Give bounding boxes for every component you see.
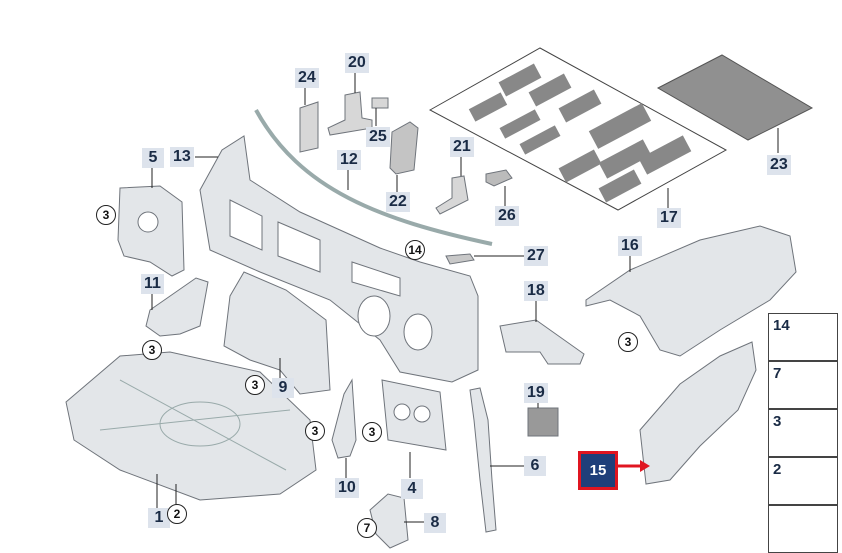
callout-circle-3[interactable]: 3 [245, 375, 265, 395]
callout-15-highlighted[interactable]: 15 [578, 451, 618, 490]
callout-23[interactable]: 23 [767, 155, 791, 175]
callout-circle-3[interactable]: 3 [142, 340, 162, 360]
callout-circle-3[interactable]: 3 [96, 205, 116, 225]
callout-11[interactable]: 11 [141, 274, 164, 294]
callout-20[interactable]: 20 [345, 53, 369, 73]
callout-9[interactable]: 9 [272, 378, 294, 398]
legend-item-3[interactable]: 3 [768, 409, 838, 457]
part-18 [499, 319, 585, 365]
part-15 [639, 341, 757, 485]
legend-number: 14 [773, 317, 790, 334]
callout-circle-7[interactable]: 7 [357, 518, 377, 538]
callout-22[interactable]: 22 [386, 192, 410, 212]
part-9 [223, 271, 331, 395]
part-16 [585, 225, 797, 357]
callout-25[interactable]: 25 [366, 127, 390, 147]
callout-circle-14[interactable]: 14 [405, 240, 425, 260]
callout-17[interactable]: 17 [657, 208, 681, 228]
callout-circle-3[interactable]: 3 [305, 421, 325, 441]
callout-4[interactable]: 4 [401, 479, 423, 499]
callout-16[interactable]: 16 [618, 236, 642, 256]
callout-13[interactable]: 13 [170, 147, 194, 167]
callout-8[interactable]: 8 [424, 513, 446, 533]
insulation-kit [428, 47, 728, 211]
part-11 [145, 277, 209, 337]
legend-number: 7 [773, 365, 782, 382]
legend-number: 2 [773, 461, 782, 478]
callout-18[interactable]: 18 [524, 281, 548, 301]
callout-26[interactable]: 26 [495, 206, 519, 226]
callout-19[interactable]: 19 [524, 383, 548, 403]
legend-arrow-icon[interactable] [768, 505, 838, 553]
callout-12[interactable]: 12 [337, 150, 361, 170]
legend-item-7[interactable]: 7 [768, 361, 838, 409]
callout-circle-2[interactable]: 2 [167, 504, 187, 524]
callout-27[interactable]: 27 [524, 246, 548, 266]
callout-6[interactable]: 6 [524, 456, 546, 476]
callout-21[interactable]: 21 [450, 137, 474, 157]
part-6 [469, 387, 497, 533]
callout-circle-3[interactable]: 3 [362, 422, 382, 442]
insulation-mat [656, 54, 814, 141]
legend-item-14[interactable]: 14 [768, 313, 838, 361]
callout-circle-3[interactable]: 3 [618, 332, 638, 352]
legend-item-2[interactable]: 2 [768, 457, 838, 505]
part-19 [527, 407, 559, 437]
callout-10[interactable]: 10 [335, 478, 359, 498]
legend-number: 3 [773, 413, 782, 430]
bulkhead [199, 135, 479, 383]
part-1-floor-panel [65, 351, 317, 501]
callout-5[interactable]: 5 [142, 148, 164, 168]
part-10 [331, 378, 357, 459]
part-8 [369, 493, 409, 549]
callout-24[interactable]: 24 [295, 68, 319, 88]
callout-1[interactable]: 1 [148, 508, 170, 528]
